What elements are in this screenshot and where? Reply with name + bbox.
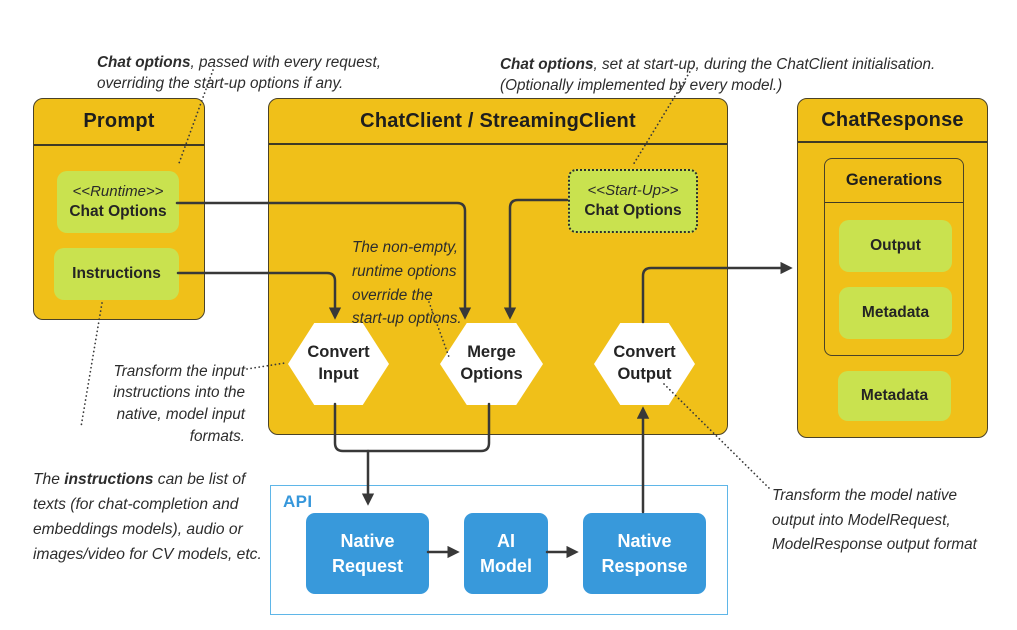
annotation-startup-options: Chat options, set at start-up, during th…: [500, 55, 936, 95]
annotation-runtime-options: Chat options, passed with every request,…: [97, 53, 381, 93]
response-metadata-label: Metadata: [860, 387, 929, 404]
chatclient-title: ChatClient / StreamingClient: [269, 99, 727, 145]
generation-metadata-label: Metadata: [861, 304, 930, 321]
api-box: API Native Request AI Model Native Respo…: [270, 485, 728, 615]
chatclient-box: ChatClient / StreamingClient <<Start-Up>…: [268, 98, 728, 435]
prompt-box: Prompt <<Runtime>> Chat Options Instruct…: [33, 98, 205, 320]
native-request-node: Native Request: [306, 513, 429, 594]
annotation-merge-note: The non-empty, runtime options override …: [352, 238, 462, 328]
response-metadata-node: Metadata: [838, 371, 951, 421]
merge-options-label: Merge Options: [460, 343, 523, 383]
runtime-stereotype-label: <<Runtime>>: [72, 183, 164, 200]
prompt-title: Prompt: [34, 99, 204, 146]
startup-chat-options-label: Chat Options: [584, 202, 682, 219]
chatresponse-title: ChatResponse: [798, 99, 987, 143]
chatresponse-box: ChatResponse Generations Output Metadata…: [797, 98, 988, 438]
startup-stereotype-label: <<Start-Up>>: [587, 182, 679, 199]
runtime-chat-options-label: Chat Options: [69, 203, 167, 220]
convert-input-label: Convert Input: [307, 343, 370, 383]
annotation-runtime-options-bold: Chat options: [97, 53, 191, 71]
native-request-label: Native Request: [331, 531, 403, 576]
instructions-node: Instructions: [54, 248, 179, 300]
output-node: Output: [839, 220, 952, 272]
annotation-convert-output-note: Transform the model native output into M…: [772, 487, 977, 554]
output-label: Output: [870, 237, 921, 254]
instructions-label: Instructions: [72, 265, 161, 282]
native-response-label: Native Response: [601, 531, 688, 576]
merge-options-hexagon: Merge Options: [440, 323, 543, 405]
runtime-chat-options-node: <<Runtime>> Chat Options: [57, 171, 179, 233]
generations-title: Generations: [825, 159, 963, 203]
annotation-instructions-bold: instructions: [64, 470, 154, 488]
annotation-instructions-note: The instructions can be list of texts (f…: [33, 470, 262, 563]
annotation-startup-options-bold: Chat options: [500, 55, 594, 73]
api-label: API: [283, 492, 313, 511]
generation-metadata-node: Metadata: [839, 287, 952, 339]
convert-output-hexagon: Convert Output: [594, 323, 695, 405]
startup-chat-options-node: <<Start-Up>> Chat Options: [568, 169, 698, 233]
ai-model-label: AI Model: [480, 531, 532, 576]
convert-input-hexagon: Convert Input: [288, 323, 389, 405]
annotation-convert-input-note: Transform the input instructions into th…: [113, 362, 245, 445]
convert-output-label: Convert Output: [613, 343, 676, 383]
generations-box: Generations Output Metadata: [824, 158, 964, 356]
native-response-node: Native Response: [583, 513, 706, 594]
ai-model-node: AI Model: [464, 513, 548, 594]
